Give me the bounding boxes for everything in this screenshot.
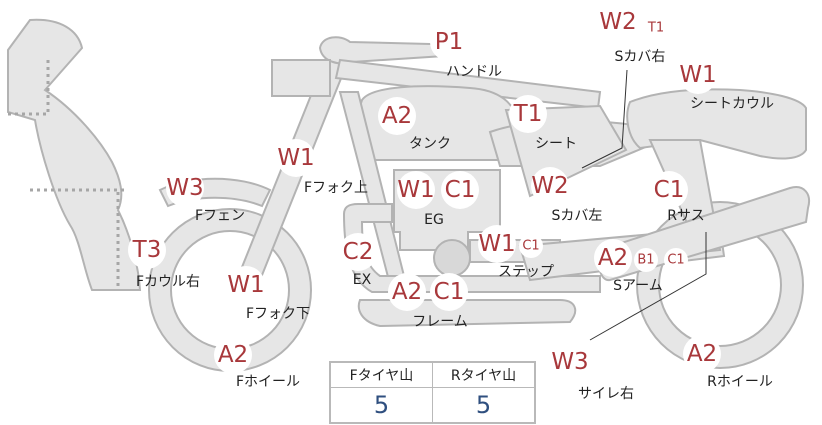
rear-wheel-label: Rホイール <box>707 374 773 390</box>
seat-cover-right-leader <box>581 69 628 169</box>
front-tread-header: Fタイヤ山 <box>329 361 433 388</box>
engine-condition-code-1: C1 <box>445 177 476 203</box>
front-fork-upper-condition-code-0: W1 <box>277 145 314 171</box>
seat-cowl-condition-code-badge-0: W1 <box>679 56 717 94</box>
swingarm-condition-code-0: A2 <box>598 245 628 271</box>
front-cowl-right-condition-code-0: T3 <box>132 237 162 263</box>
handle-condition-code-badge-0: P1 <box>430 23 468 61</box>
tank-condition-code-0: A2 <box>382 103 412 129</box>
swingarm-minor-code-badge-0: B1 <box>634 248 658 272</box>
front-fender-condition-code-badge-0: W3 <box>166 169 204 207</box>
front-fork-upper-label: Fフォク上 <box>304 180 368 196</box>
front-cowl-right-condition-code-badge-0: T3 <box>128 231 166 269</box>
tank-label: タンク <box>409 136 451 152</box>
frame-label: フレーム <box>412 314 468 330</box>
frame-condition-code-1: C1 <box>434 279 465 305</box>
silencer-right-label: サイレ右 <box>578 386 634 402</box>
exhaust-label: EX <box>353 272 372 288</box>
front-wheel-condition-code-0: A2 <box>218 342 248 368</box>
seat-cover-right-condition-code-badge-0: W2 <box>599 3 637 41</box>
seat-label: シート <box>535 136 577 152</box>
swingarm-minor-code-badge-1: C1 <box>664 248 688 272</box>
engine-condition-code-badge-0: W1 <box>397 171 435 209</box>
step-label: ステップ <box>498 264 554 280</box>
seat-cowl-label: シートカウル <box>690 96 774 112</box>
handle-label: ハンドル <box>446 64 502 80</box>
exhaust-condition-code-badge-0: C2 <box>339 233 377 271</box>
swingarm-minor-code-0: B1 <box>637 253 654 268</box>
seat-cover-left-label: Sカバ左 <box>552 208 603 224</box>
front-wheel-label: Fホイール <box>236 374 300 390</box>
step-condition-code-0: W1 <box>478 231 515 257</box>
front-fork-lower-condition-code-0: W1 <box>227 272 264 298</box>
tank-condition-code-badge-0: A2 <box>378 97 416 135</box>
seat-cover-left-condition-code-0: W2 <box>531 173 568 199</box>
swingarm-minor-code-1: C1 <box>667 253 684 268</box>
front-tread-value: 5 <box>329 387 433 424</box>
frame-condition-code-badge-0: A2 <box>388 273 426 311</box>
seat-condition-code-badge-0: T1 <box>509 95 547 133</box>
rear-wheel-condition-code-badge-0: A2 <box>683 335 721 373</box>
silencer-right-leader <box>589 232 707 341</box>
frame-condition-code-badge-1: C1 <box>430 273 468 311</box>
rear-tread-header: Rタイヤ山 <box>432 361 536 388</box>
front-fork-upper-condition-code-badge-0: W1 <box>277 139 315 177</box>
seat-cover-right-condition-code-0: W2 <box>599 9 636 35</box>
silencer-right-condition-code-badge-0: W3 <box>551 343 589 381</box>
front-fender-condition-code-0: W3 <box>166 175 203 201</box>
front-fork-lower-label: Fフォク下 <box>246 306 310 322</box>
rear-tread-value: 5 <box>432 387 536 424</box>
frame-condition-code-0: A2 <box>392 279 422 305</box>
rear-suspension-condition-code-0: C1 <box>654 177 685 203</box>
step-minor-code-badge-0: C1 <box>519 234 543 258</box>
front-fork-lower-condition-code-badge-0: W1 <box>227 266 265 304</box>
tire-tread-table: Fタイヤ山 Rタイヤ山 5 5 <box>329 361 536 424</box>
seat-condition-code-0: T1 <box>513 101 543 127</box>
handlebar-shape <box>318 36 446 65</box>
engine-condition-code-badge-1: C1 <box>441 171 479 209</box>
rear-suspension-label: Rサス <box>667 208 704 224</box>
step-condition-code-badge-0: W1 <box>478 225 516 263</box>
rear-suspension-condition-code-badge-0: C1 <box>650 171 688 209</box>
seat-cover-right-minor-code-0: T1 <box>647 21 664 36</box>
seat-cowl-condition-code-0: W1 <box>679 62 716 88</box>
front-cowl-shape <box>7 18 142 291</box>
engine-condition-code-0: W1 <box>397 177 434 203</box>
engine-label: EG <box>424 212 444 228</box>
rear-wheel-condition-code-0: A2 <box>687 341 717 367</box>
step-minor-code-0: C1 <box>522 239 539 254</box>
front-fender-label: Fフェン <box>195 208 245 224</box>
swingarm-label: Sアーム <box>613 278 663 294</box>
seat-cover-right-minor-code-badge-0: T1 <box>644 16 668 40</box>
front-wheel-condition-code-badge-0: A2 <box>214 336 252 374</box>
swingarm-condition-code-badge-0: A2 <box>594 239 632 277</box>
seat-cover-left-condition-code-badge-0: W2 <box>531 167 569 205</box>
headlight-shape <box>271 59 331 97</box>
front-cowl-right-label: Fカウル右 <box>136 274 200 290</box>
silencer-right-condition-code-0: W3 <box>551 349 588 375</box>
handle-condition-code-0: P1 <box>435 29 464 55</box>
exhaust-condition-code-0: C2 <box>343 239 374 265</box>
seat-cover-right-label: Sカバ右 <box>615 49 666 65</box>
